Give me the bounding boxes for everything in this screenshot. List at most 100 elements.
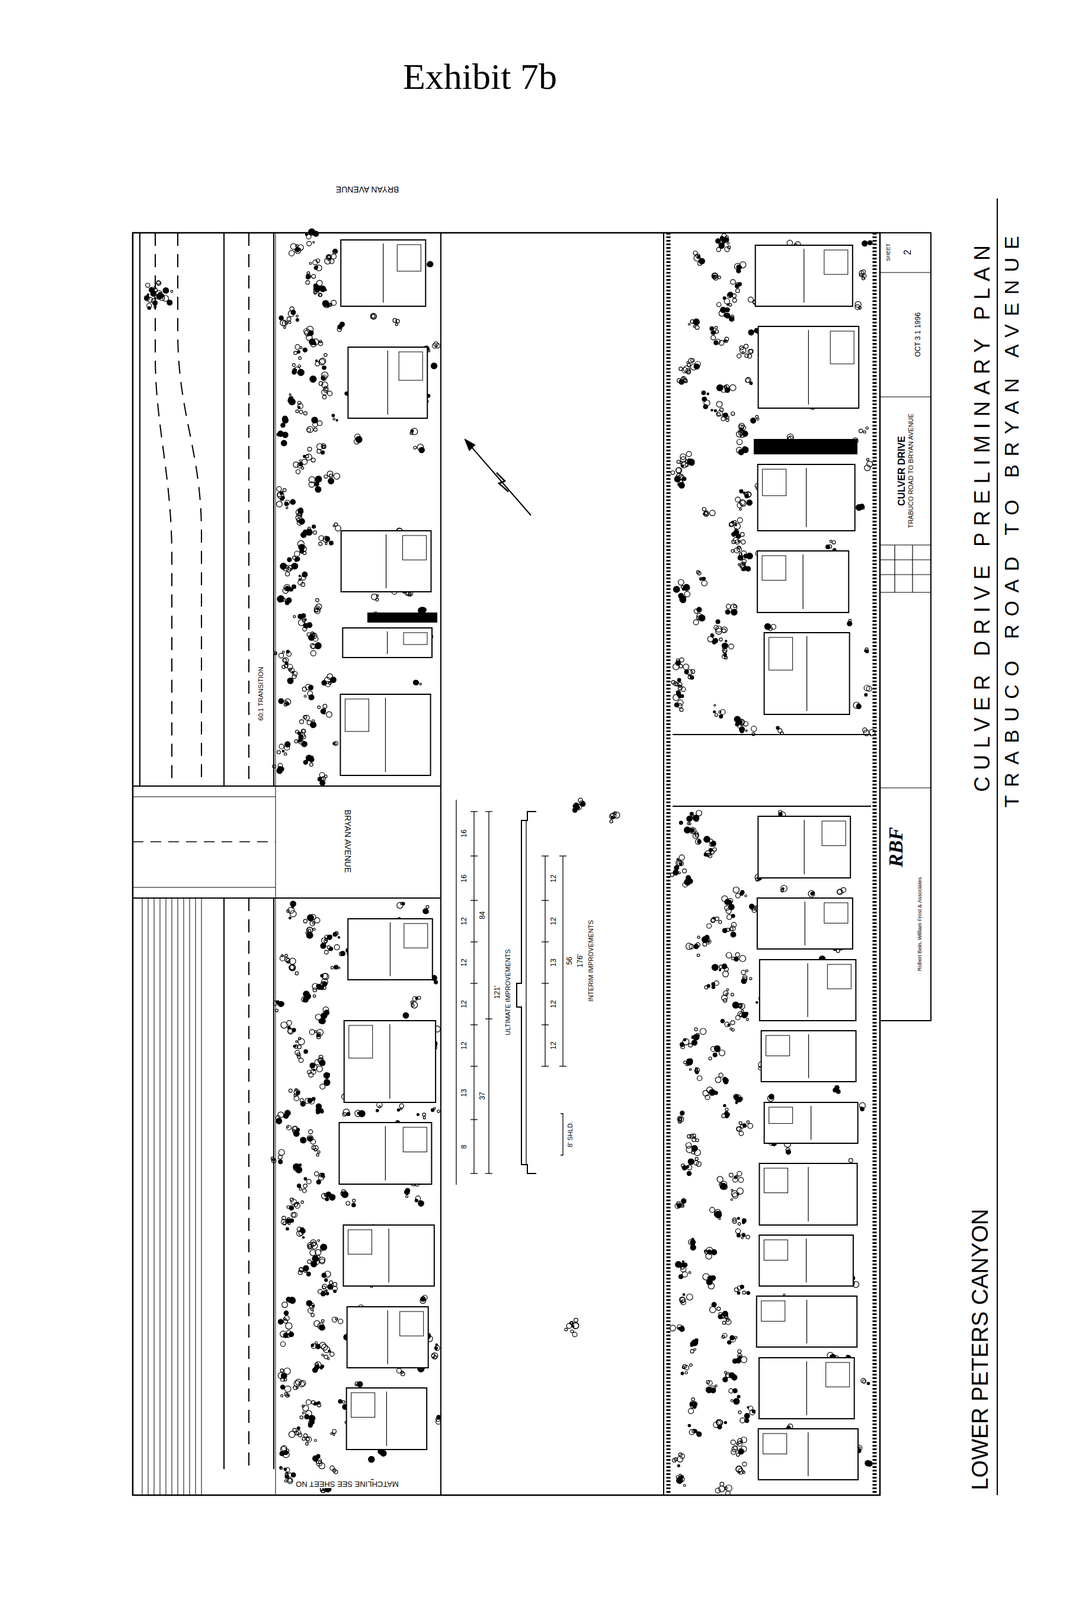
tree-dot — [737, 1223, 741, 1226]
tree-dot — [712, 274, 716, 278]
tree-dot — [733, 1446, 738, 1451]
tree-dot — [280, 423, 286, 428]
tree-dot — [715, 917, 719, 921]
tree-dot — [688, 459, 695, 466]
tree-dot — [293, 615, 296, 619]
tree-dot — [323, 708, 326, 711]
tree-dot — [716, 1211, 722, 1216]
tree-dot — [685, 881, 690, 885]
tree-dot — [671, 680, 675, 685]
tree-dot — [722, 644, 728, 649]
tree-dot — [277, 750, 281, 755]
tree-dot — [702, 507, 706, 512]
tree-dot — [334, 1470, 338, 1475]
tree-dot — [739, 508, 742, 511]
wall-band — [666, 232, 671, 1496]
tree-dot — [284, 699, 291, 706]
strip-edge — [275, 232, 277, 1496]
tree-dot — [859, 504, 865, 510]
tree-dot — [675, 1261, 682, 1268]
tree-dot — [305, 280, 310, 285]
tree-dot — [715, 1077, 722, 1084]
tree-dot — [702, 577, 706, 581]
tree-dot — [279, 1002, 283, 1005]
tree-dot — [305, 453, 313, 461]
tree-dot — [312, 928, 316, 931]
tree-dot — [740, 890, 745, 895]
tree-dot — [329, 947, 334, 952]
tree-dot — [718, 711, 722, 714]
tree-dot — [783, 1294, 786, 1296]
tree-dot — [320, 450, 325, 455]
tree-dot — [735, 1228, 741, 1234]
tree-dot — [420, 1297, 426, 1302]
tree-dot — [312, 241, 315, 244]
tree-dot — [318, 542, 323, 546]
tree-dot — [302, 1412, 304, 1415]
tree-dot — [317, 420, 323, 426]
tree-dot — [711, 335, 716, 341]
tree-dot — [434, 981, 438, 985]
tree-dot — [287, 1029, 293, 1035]
tree-dot — [707, 1250, 712, 1255]
tree-dot — [721, 964, 727, 969]
tree-dot — [310, 1139, 316, 1145]
tree-dot — [702, 942, 707, 947]
tree-dot — [299, 549, 304, 554]
tree-dot — [740, 500, 747, 507]
tree-dot — [696, 1432, 700, 1435]
tree-dot — [712, 917, 715, 920]
tree-dot — [311, 1064, 318, 1071]
tree-dot — [686, 1059, 693, 1066]
lane-line — [177, 232, 202, 787]
tree-dot — [294, 551, 300, 557]
tree-dot — [314, 1259, 320, 1266]
tree-dot — [740, 539, 745, 544]
tree-dot — [289, 965, 296, 972]
tree-dot — [290, 499, 296, 505]
tree-dot — [301, 1201, 304, 1204]
tree-dot — [691, 1398, 695, 1402]
tree-dot — [679, 596, 687, 603]
tree-dot — [694, 1028, 698, 1032]
tree-dot — [306, 632, 311, 637]
tree-dot — [740, 729, 745, 734]
tree-dot — [311, 1243, 318, 1250]
tree-dot — [684, 1371, 688, 1375]
tree-dot — [310, 341, 316, 347]
tree-dot — [720, 1019, 725, 1024]
tree-dot — [324, 475, 328, 479]
tree-dot — [702, 1090, 709, 1097]
tree-dot — [684, 591, 690, 597]
tree-dot — [325, 1292, 329, 1296]
tree-dot — [705, 1387, 712, 1394]
tree-dot — [682, 377, 684, 380]
tree-dot — [286, 1297, 291, 1303]
tree-dot — [324, 940, 328, 944]
tree-dot — [321, 1273, 327, 1279]
tree-dot — [301, 729, 306, 733]
tree-dot — [287, 1394, 290, 1397]
tree-dot — [718, 920, 722, 924]
tree-dot — [711, 409, 713, 412]
tree-dot — [411, 1002, 418, 1009]
tree-dot — [280, 1377, 286, 1382]
tree-dot — [292, 1212, 297, 1218]
tree-dot — [351, 1203, 356, 1208]
tree-dot — [322, 301, 330, 309]
tree-dot — [712, 273, 717, 278]
tree-dot — [721, 1312, 728, 1319]
tree-dot — [310, 650, 316, 656]
tree-dot — [732, 298, 737, 303]
tree-dot — [691, 1150, 696, 1155]
tree-dot — [740, 1356, 747, 1363]
tree-dot — [371, 314, 376, 319]
tree-dot — [306, 932, 313, 940]
tree-dot — [433, 341, 439, 347]
tree-dot — [745, 730, 748, 732]
tree-dot — [716, 384, 723, 392]
tree-dot — [739, 955, 747, 963]
tree-dot — [276, 1118, 283, 1125]
tree-dot — [275, 1009, 279, 1013]
tree-dot — [300, 732, 305, 738]
